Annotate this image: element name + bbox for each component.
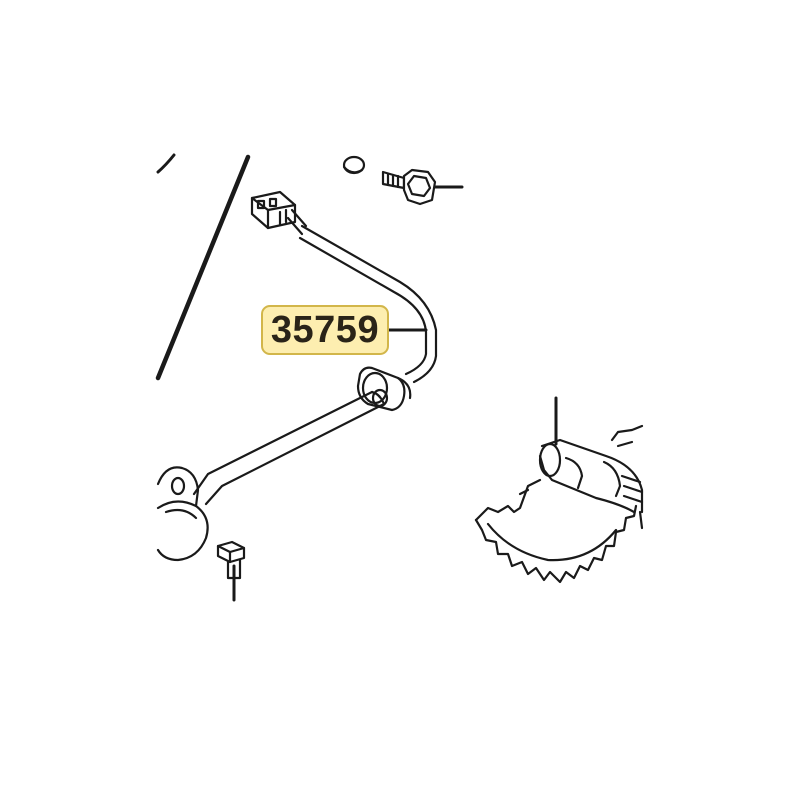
part-number-callout[interactable]: 35759 <box>261 305 389 355</box>
wiring-connector <box>250 190 308 236</box>
sensor-cable <box>298 224 438 384</box>
bolt-top <box>381 168 464 206</box>
sensor-rod <box>192 390 386 506</box>
bolt-bottom <box>216 540 246 602</box>
kick-starter-gear <box>474 396 644 584</box>
grommet <box>356 366 412 412</box>
frame-edge <box>155 153 251 381</box>
mounting-bracket <box>156 466 209 562</box>
washer <box>342 155 366 175</box>
